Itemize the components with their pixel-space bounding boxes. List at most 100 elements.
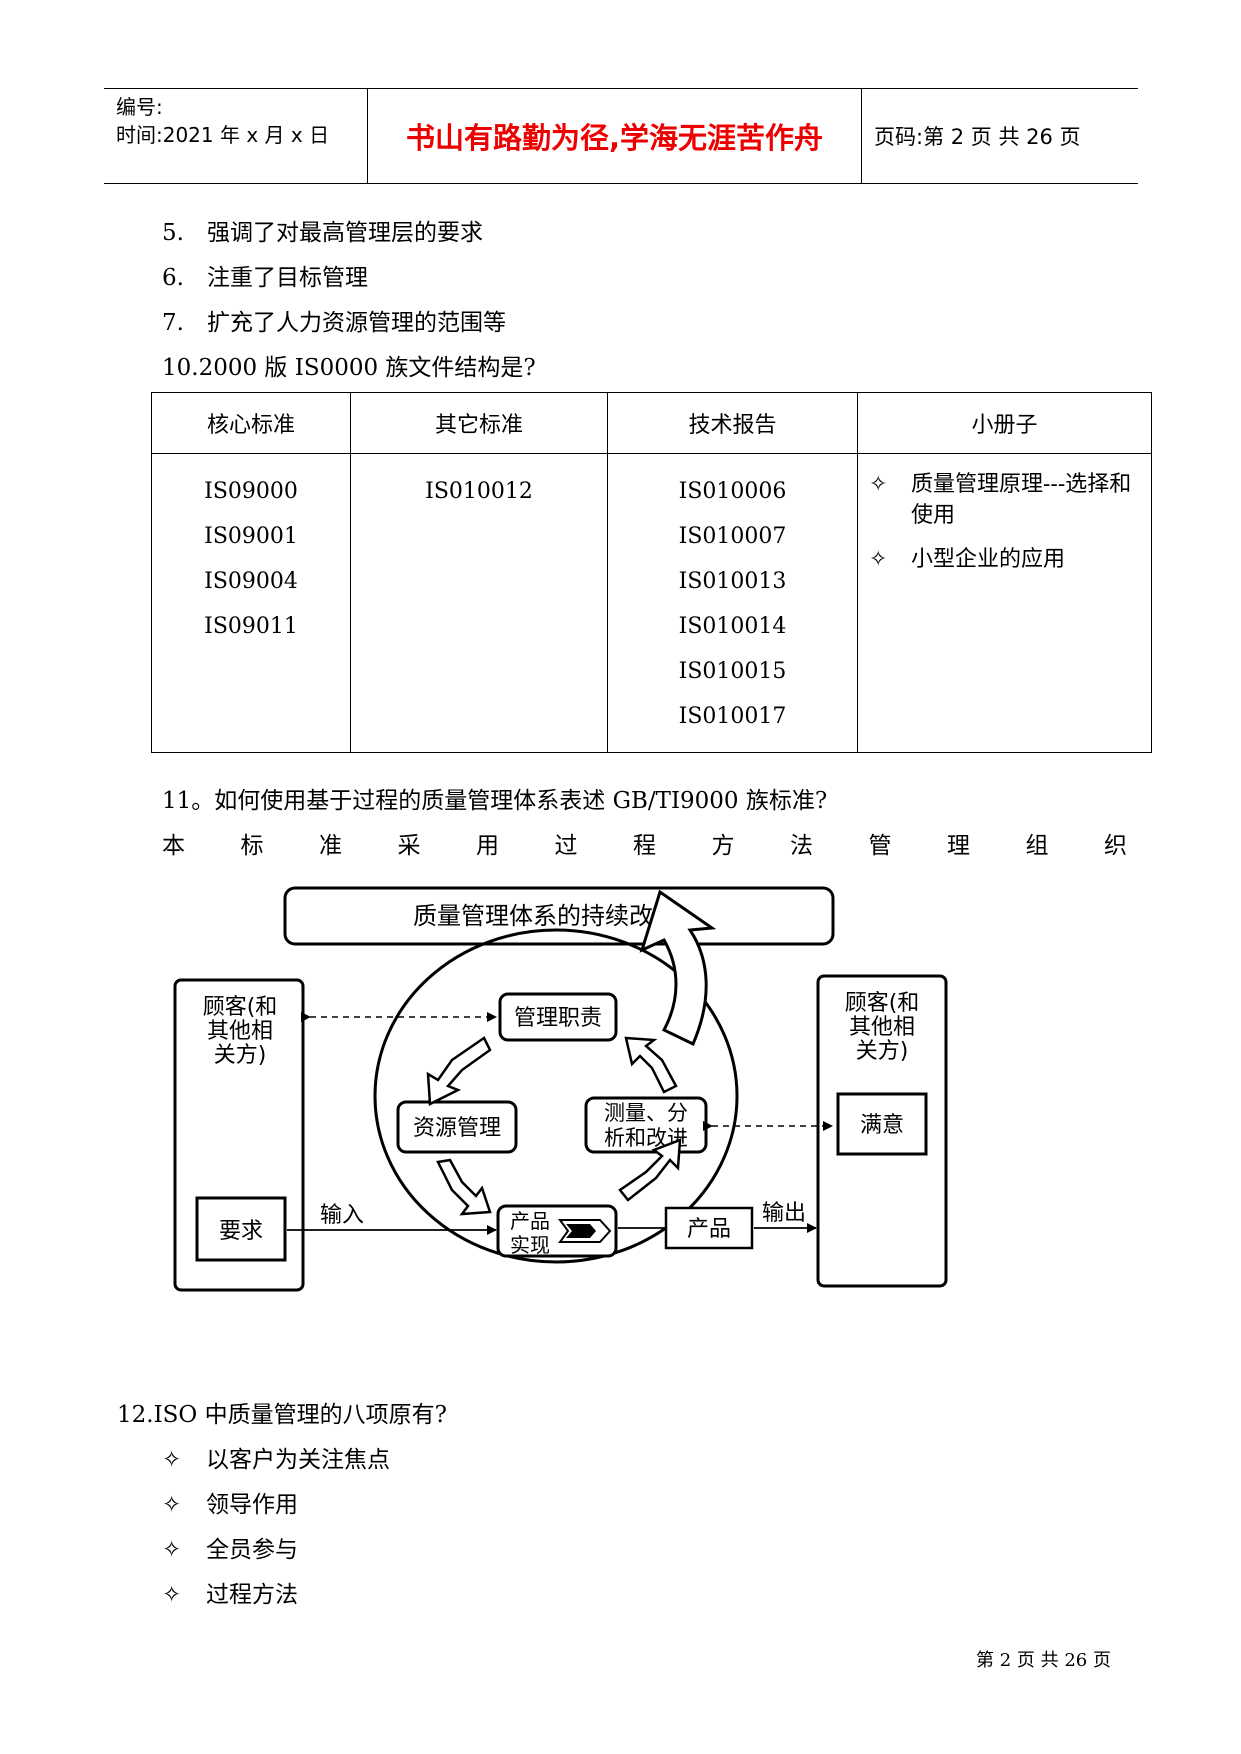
satisfaction-box — [836, 1092, 928, 1156]
header-meta: 编号: 时间:2021 年 x 月 x 日 — [104, 89, 367, 183]
customer-left-label: 其他相 — [207, 1019, 273, 1044]
cell-value: IS010014 — [678, 614, 787, 639]
char: 过 — [554, 833, 578, 859]
table-header: 核心标准 — [151, 392, 351, 454]
requirement-box — [195, 1196, 287, 1262]
question-12: 12.ISO 中质量管理的八项原有? — [117, 1402, 447, 1428]
diamond-bullet-icon: ✧ — [162, 1582, 182, 1608]
table-header: 小册子 — [857, 392, 1152, 454]
char: 采 — [397, 833, 421, 859]
serial-label: 编号: — [116, 95, 163, 119]
list-text: 以客户为关注焦点 — [206, 1447, 390, 1473]
list-text: 注重了目标管理 — [207, 265, 368, 291]
product-label: 产品 — [687, 1217, 731, 1242]
output-label: 输出 — [762, 1201, 806, 1226]
resource-management-box — [396, 1100, 518, 1154]
diamond-bullet-icon: ✧ — [162, 1492, 182, 1518]
input-label: 输入 — [320, 1203, 364, 1228]
process-cycle-ellipse — [373, 928, 739, 1264]
char: 标 — [240, 833, 264, 859]
char: 管 — [868, 833, 892, 859]
list-text: 领导作用 — [206, 1492, 298, 1518]
resource-management-label: 资源管理 — [413, 1116, 501, 1141]
satisfaction-label: 满意 — [860, 1113, 904, 1138]
continual-improvement-arrow-icon — [639, 889, 717, 1047]
char: 程 — [633, 833, 656, 859]
char: 准 — [319, 833, 342, 859]
improvement-title: 质量管理体系的持续改进 — [413, 902, 677, 930]
cell-value: IS010007 — [678, 524, 787, 549]
list-text: 扩充了人力资源管理的范围等 — [207, 310, 506, 336]
cycle-arrow-icon — [426, 1036, 492, 1106]
header-motto: 书山有路勤为径,学海无涯苦作舟 — [367, 89, 862, 183]
cycle-arrow-icon — [624, 1036, 678, 1094]
list-item: 6. 注重了目标管理 — [162, 258, 368, 292]
product-realization-box — [496, 1204, 618, 1258]
time-label: 时间:2021 年 x 月 x 日 — [116, 123, 330, 147]
list-item: ✧ 以客户为关注焦点 — [162, 1440, 390, 1474]
cell-value: IS010015 — [678, 659, 787, 684]
customer-left-label: 顾客(和 — [203, 995, 278, 1020]
cell-value: IS010017 — [678, 704, 787, 729]
list-item: ✧ 过程方法 — [162, 1575, 298, 1609]
char: 用 — [476, 833, 499, 859]
cell-value: IS09000 — [204, 479, 298, 504]
list-text: 强调了对最高管理层的要求 — [207, 220, 483, 246]
diamond-bullet-icon: ✧ — [162, 1537, 182, 1563]
customer-right-label: 其他相 — [849, 1015, 915, 1040]
header-page-code: 页码:第 2 页 共 26 页 — [874, 125, 1081, 149]
customer-right-label: 顾客(和 — [845, 991, 920, 1016]
requirement-label: 要求 — [219, 1219, 263, 1244]
char: 织 — [1104, 833, 1127, 859]
customer-right-label: 关方) — [856, 1039, 909, 1064]
other-standards-cell: IS010012 — [350, 453, 608, 753]
cell-value: 质量管理原理---选择和使用 — [911, 472, 1132, 528]
page-footer: 第 2 页 共 26 页 — [976, 1650, 1111, 1671]
justified-text-line: 本 标 准 采 用 过 程 方 法 管 理 组 织 — [162, 826, 1127, 860]
cell-value: IS09004 — [204, 569, 298, 594]
list-item: ✧ 质量管理原理---选择和使用 — [869, 469, 1142, 531]
product-realization-label: 实现 — [510, 1233, 550, 1257]
diamond-bullet-icon: ✧ — [162, 1447, 182, 1473]
measurement-analysis-label: 测量、分 — [604, 1101, 688, 1125]
cycle-arrow-icon — [618, 1138, 682, 1202]
char: 本 — [162, 833, 185, 859]
table-header: 技术报告 — [607, 392, 858, 454]
product-box — [664, 1206, 754, 1250]
char: 理 — [947, 833, 970, 859]
char: 组 — [1025, 833, 1049, 859]
list-text: 全员参与 — [206, 1537, 298, 1563]
cell-value: 小型企业的应用 — [911, 547, 1066, 572]
cell-value: IS010012 — [425, 479, 533, 504]
list-item: 5. 强调了对最高管理层的要求 — [162, 213, 483, 247]
management-responsibility-box — [498, 992, 618, 1042]
table-header: 其它标准 — [350, 392, 608, 454]
cell-value: IS010013 — [678, 569, 787, 594]
question-10: 10.2000 版 IS0000 族文件结构是? — [162, 355, 536, 381]
cell-value: IS09011 — [204, 614, 298, 639]
list-number: 6. — [162, 265, 184, 291]
list-item: 7. 扩充了人力资源管理的范围等 — [162, 303, 506, 337]
question-11: 11。如何使用基于过程的质量管理体系表述 GB/TI9000 族标准? — [162, 788, 828, 814]
table-row: IS09000 IS09001 IS09004 IS09011 IS010012… — [151, 453, 1152, 753]
tech-reports-cell: IS010006 IS010007 IS010013 IS010014 IS01… — [607, 453, 858, 753]
cell-value: IS09001 — [204, 524, 298, 549]
list-text: 过程方法 — [206, 1582, 298, 1608]
list-item: ✧ 小型企业的应用 — [869, 544, 1142, 575]
list-number: 7. — [162, 310, 184, 336]
cell-value: IS010006 — [678, 479, 787, 504]
list-item: ✧ 领导作用 — [162, 1485, 298, 1519]
customer-left-label: 关方) — [214, 1043, 267, 1068]
process-chevron-inner-icon — [566, 1224, 596, 1238]
diamond-bullet-icon: ✧ — [869, 472, 888, 497]
booklets-cell: ✧ 质量管理原理---选择和使用 ✧ 小型企业的应用 — [857, 453, 1152, 753]
list-item: ✧ 全员参与 — [162, 1530, 298, 1564]
product-realization-label: 产品 — [510, 1209, 550, 1233]
cycle-arrow-icon — [436, 1158, 492, 1216]
standards-table: 核心标准 其它标准 技术报告 小册子 IS09000 IS09001 IS090… — [151, 392, 1152, 753]
diamond-bullet-icon: ✧ — [869, 547, 888, 572]
list-number: 5. — [162, 220, 184, 246]
char: 法 — [790, 833, 813, 859]
management-responsibility-label: 管理职责 — [514, 1006, 602, 1031]
